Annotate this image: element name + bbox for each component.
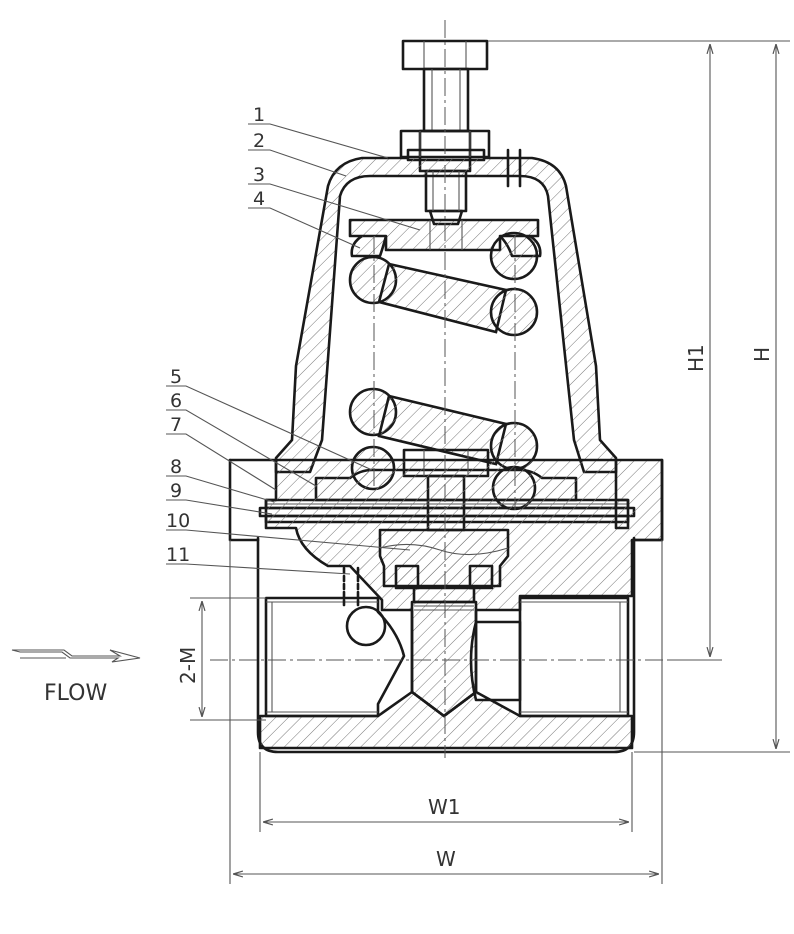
part-label-7: 7 [170,414,182,436]
dim-label-w1: W1 [428,795,461,819]
part-leader-lines [166,123,421,575]
part-numbers: 1 2 3 4 5 6 7 8 9 10 11 [166,104,265,566]
part-label-1: 1 [253,104,265,126]
dim-label-h: H [750,347,774,362]
part-label-8: 8 [170,456,182,478]
dim-label-w: W [436,847,456,871]
part-label-9: 9 [170,480,182,502]
dim-label-h1: H1 [684,344,708,372]
centre-lines [210,20,668,758]
dimension-lines [190,40,790,884]
part-label-3: 3 [253,164,265,186]
part-label-11: 11 [166,544,190,566]
part-label-6: 6 [170,390,182,412]
part-label-4: 4 [253,188,265,210]
dimension-labels: H1 H 2-M W1 W [176,344,774,871]
valve-disc [378,528,510,718]
flow-label: FLOW [44,681,107,706]
part-label-2: 2 [253,130,265,152]
dim-label-port: 2-M [176,647,200,684]
part-label-5: 5 [170,366,182,388]
part-label-10: 10 [166,510,190,532]
flow-arrow [11,649,141,663]
